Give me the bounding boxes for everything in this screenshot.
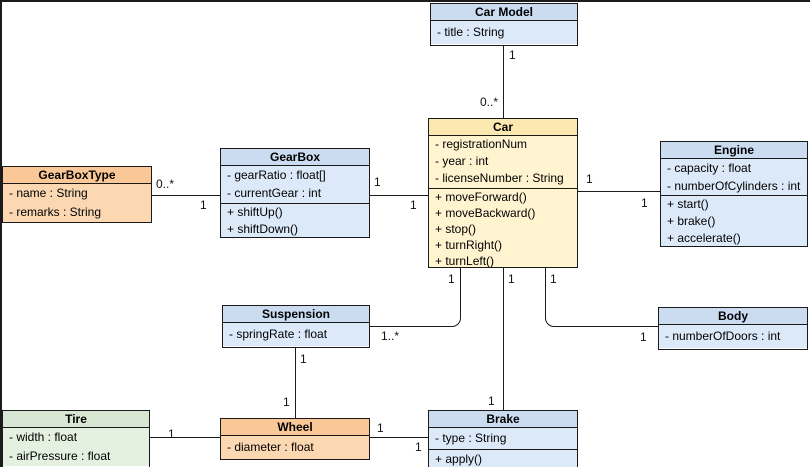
class-title: GearBox — [221, 149, 369, 166]
class-title: Car Model — [431, 4, 577, 21]
association-line-suspension-wheel — [295, 348, 296, 418]
method: + turnLeft() — [435, 254, 495, 268]
multiplicity-label: 1 — [300, 352, 307, 366]
multiplicity-label: 1..* — [381, 329, 400, 343]
canvas-border-top — [0, 0, 810, 2]
multiplicity-label: 1 — [448, 272, 455, 286]
method: + moveForward() — [435, 190, 527, 204]
multiplicity-label: 1 — [200, 198, 207, 212]
attribute: - airPressure : float — [9, 449, 111, 463]
method: + moveBackward() — [435, 206, 536, 220]
multiplicity-label: 1 — [641, 196, 648, 210]
association-line-carmodel-car — [503, 46, 504, 118]
method: + apply() — [435, 452, 483, 466]
class-body[interactable]: Body - numberOfDoors : int — [658, 307, 808, 350]
association-line-car-brake — [503, 268, 504, 410]
association-line-gearboxtype-gearbox — [152, 195, 220, 196]
class-title: Brake — [429, 411, 577, 428]
multiplicity-label: 1 — [377, 421, 384, 435]
association-line-car-body — [545, 268, 659, 327]
attribute: - title : String — [437, 25, 505, 39]
multiplicity-label: 1 — [508, 272, 515, 286]
attribute: - numberOfDoors : int — [665, 329, 781, 343]
attribute: - diameter : float — [227, 440, 314, 454]
method: + start() — [667, 197, 709, 211]
class-gearboxtype[interactable]: GearBoxType - name : String - remarks : … — [2, 166, 152, 223]
attribute: - springRate : float — [229, 327, 328, 341]
attribute: - capacity : float — [667, 161, 752, 175]
attribute: - type : String — [435, 431, 507, 445]
association-line-gearbox-car — [370, 195, 428, 196]
attribute: - numberOfCylinders : int — [667, 179, 801, 193]
multiplicity-label: 1 — [283, 395, 290, 409]
method: + turnRight() — [435, 238, 503, 252]
association-line-car-engine — [578, 191, 660, 192]
class-car[interactable]: Car - registrationNum - year : int - lic… — [428, 118, 578, 268]
method: + brake() — [667, 214, 716, 228]
multiplicity-label: 1 — [509, 48, 516, 62]
method: + shiftDown() — [227, 222, 299, 236]
attribute: - currentGear : int — [227, 186, 322, 200]
attribute: - name : String — [9, 186, 88, 200]
attribute: - gearRatio : float[] — [227, 168, 326, 182]
method: + shiftUp() — [227, 205, 283, 219]
method: + accelerate() — [667, 231, 741, 245]
class-title: Car — [429, 119, 577, 136]
multiplicity-label: 1 — [410, 198, 417, 212]
class-title: Engine — [661, 142, 807, 159]
multiplicity-label: 0..* — [156, 177, 175, 191]
class-wheel[interactable]: Wheel - diameter : float — [220, 418, 370, 460]
class-title: Body — [659, 308, 807, 325]
association-line-tire-wheel — [150, 437, 220, 438]
attribute: - registrationNum — [435, 137, 528, 151]
class-gearbox[interactable]: GearBox - gearRatio : float[] - currentG… — [220, 148, 370, 238]
multiplicity-label: 1 — [550, 272, 557, 286]
attribute: - width : float — [9, 430, 78, 444]
class-title: Suspension — [223, 306, 369, 323]
association-line-car-suspension — [370, 268, 461, 327]
multiplicity-label: 1 — [415, 440, 422, 454]
class-car-model[interactable]: Car Model - title : String — [430, 3, 578, 46]
class-title: Wheel — [221, 419, 369, 436]
canvas-border-left — [0, 0, 2, 467]
attribute: - remarks : String — [9, 205, 102, 219]
method: + stop() — [435, 222, 477, 236]
association-line-wheel-brake — [370, 437, 428, 438]
class-brake[interactable]: Brake - type : String + apply() — [428, 410, 578, 467]
class-title: GearBoxType — [3, 167, 151, 184]
multiplicity-label: 0..* — [480, 95, 499, 109]
multiplicity-label: 1 — [586, 172, 593, 186]
multiplicity-label: 1 — [168, 427, 175, 441]
multiplicity-label: 1 — [640, 330, 647, 344]
multiplicity-label: 1 — [374, 175, 381, 189]
multiplicity-label: 1 — [488, 394, 495, 408]
attribute: - year : int — [435, 154, 489, 168]
attribute: - licenseNumber : String — [435, 171, 564, 185]
class-engine[interactable]: Engine - capacity : float - numberOfCyli… — [660, 141, 808, 247]
class-tire[interactable]: Tire - width : float - airPressure : flo… — [2, 410, 150, 467]
class-title: Tire — [3, 411, 149, 428]
class-suspension[interactable]: Suspension - springRate : float — [222, 305, 370, 348]
